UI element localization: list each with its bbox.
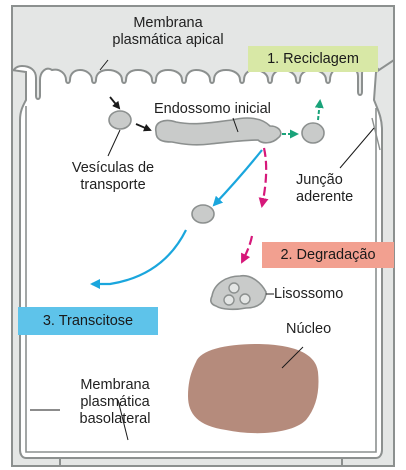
vesicle-leader [107,129,121,157]
transcytosis-exit-arrow [90,229,187,289]
apical-membrane-label: Membrana plasmática apical [78,15,258,49]
apical-membrane-line-2: plasmática apical [112,32,224,48]
transcytosis-box: 3. Transcitose [18,307,158,335]
early-endosome-label: Endossomo inicial [154,101,271,117]
basolateral-line-2: plasmática [80,394,150,410]
transcytosis-vesicle [191,204,215,224]
basolateral-membrane [59,457,343,467]
nucleus [188,344,319,434]
basolateral-line-1: Membrana [80,377,150,393]
lysosome [210,274,267,311]
nucleus-leader [281,346,304,369]
recycling-box: 1. Reciclagem [248,46,378,72]
left-lateral-membrane [11,68,63,467]
recycling-vesicle [301,122,325,144]
apical-membrane-line-1: Membrana [133,15,203,31]
basolateral-leader-bottom [117,399,129,441]
lysosome-granule [228,282,240,294]
endosome-leader [232,117,239,133]
transport-vesicles-label: Vesículas de transporte [58,160,168,194]
adherens-junction-line-1: Junção [296,172,343,188]
basolateral-membrane-label: Membrana plasmática basolateral [60,377,170,428]
cell-inner-outline [25,106,377,453]
apical-leader [99,59,109,71]
endocytosis-arrow [109,96,121,110]
degradation-arrow [258,147,269,208]
basolateral-line-3: basolateral [79,411,151,427]
transcytosis-arrow [212,149,263,207]
apical-vesicle [108,110,132,130]
recycling-exit-arrow [314,99,324,121]
degradation-arrow-2 [241,235,254,264]
transport-vesicles-line-2: transporte [80,177,146,193]
lysosome-label: Lisossomo [274,286,344,302]
nucleus-label: Núcleo [286,321,332,337]
fusion-arrow [135,123,152,132]
early-endosome [154,117,282,146]
degradation-box: 2. Degradação [262,242,394,268]
adherens-junction-label: Junção aderente [296,172,353,206]
transport-vesicles-line-1: Vesículas de [71,160,155,176]
junction-mark [371,117,381,151]
lysosome-granule [223,294,235,306]
lysosome-granule [239,293,251,305]
adherens-junction-line-2: aderente [296,189,354,205]
junction-leader [339,127,375,169]
